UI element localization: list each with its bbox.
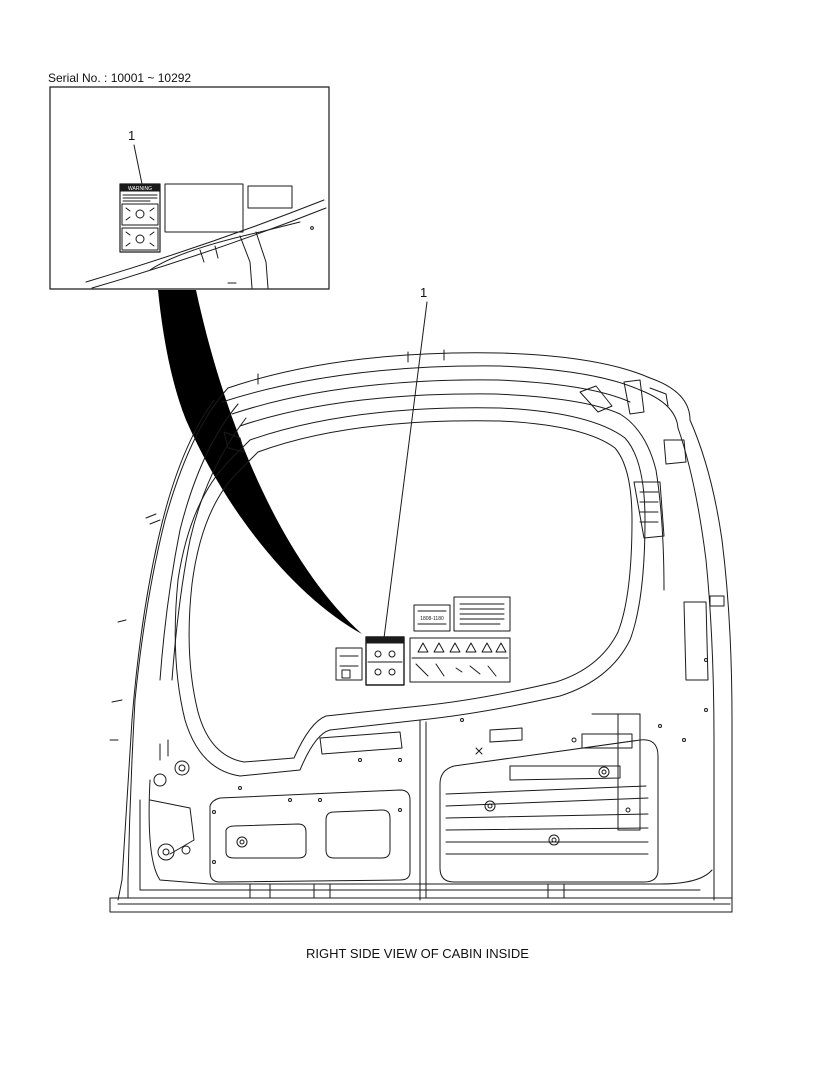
inset-callout-number: 1 [128, 128, 136, 143]
inset-callout-leader [133, 144, 143, 185]
decal-part-number [413, 604, 451, 632]
main-callout-number: 1 [420, 285, 428, 300]
diagram-caption: RIGHT SIDE VIEW OF CABIN INSIDE [306, 946, 529, 961]
main-decal-group [335, 596, 511, 686]
decal-warning-callout-target [365, 636, 405, 686]
window-opening [174, 407, 646, 777]
decal-text-warning [453, 596, 511, 632]
inset-detail-box [49, 86, 330, 290]
decal-safety-pictograms [409, 637, 511, 683]
fastener-dots [212, 658, 708, 864]
inset-warning-decal [119, 183, 161, 253]
decal-small-symbols [335, 647, 363, 681]
main-callout-leader [383, 301, 428, 639]
detail-connector-band [158, 290, 362, 634]
serial-range-note: Serial No. : 10001 ~ 10292 [48, 71, 192, 85]
bottom-sill [109, 897, 733, 913]
inset-blank-label-small [247, 185, 293, 209]
cabin-frame [109, 349, 733, 913]
inset-blank-label-large [164, 183, 244, 233]
